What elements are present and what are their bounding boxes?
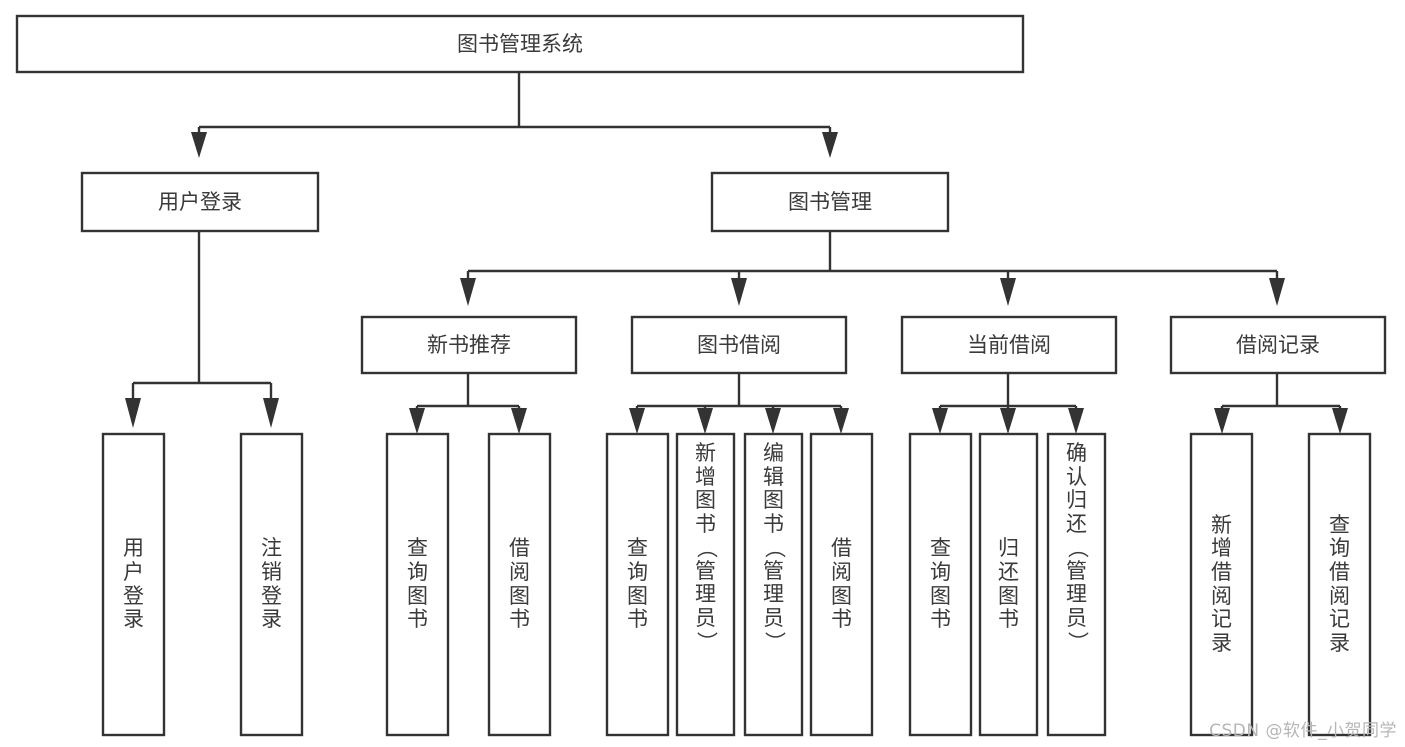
arrow-head-new-book-rec — [460, 278, 476, 306]
node-book-borrow[interactable]: 图书借阅 — [630, 315, 848, 375]
arrow-head-leaf-borrow-book-1 — [511, 408, 527, 434]
node-borrow-record[interactable]: 借阅记录 — [1169, 315, 1387, 375]
leaf-box-confirm-return[interactable] — [1046, 432, 1107, 737]
arrow-head-leaf-edit-book — [765, 408, 781, 434]
leaf-box-borrow-book-1[interactable] — [487, 432, 552, 737]
node-root[interactable]: 图书管理系统 — [15, 14, 1025, 74]
node-user-login-label: 用户登录 — [158, 190, 242, 214]
connector-group-book-manage — [460, 231, 1285, 306]
leaf-box-add-book[interactable] — [675, 432, 736, 737]
arrow-head-current-borrow — [1000, 278, 1016, 306]
arrow-head-book-borrow — [731, 278, 747, 306]
node-new-book-rec-box[interactable] — [360, 315, 578, 375]
csdn-watermark: CSDN @软件_小贺同学 — [1209, 721, 1397, 741]
node-new-book-rec-label: 新书推荐 — [427, 333, 511, 357]
node-book-manage[interactable]: 图书管理 — [710, 171, 950, 233]
node-root-label: 图书管理系统 — [457, 32, 583, 56]
node-root-box[interactable] — [15, 14, 1025, 74]
arrow-head-leaf-confirm-return — [1068, 408, 1084, 434]
arrow-head-leaf-borrow-book-2 — [833, 408, 849, 434]
leaf-box-borrow-book-2[interactable] — [809, 432, 874, 737]
connector-group-borrow-record — [1214, 373, 1348, 434]
leaf-box-edit-book[interactable] — [743, 432, 804, 737]
node-book-borrow-box[interactable] — [630, 315, 848, 375]
leaf-box-user-logout[interactable] — [239, 432, 304, 737]
arrow-head-leaf-return-book — [1000, 408, 1016, 434]
node-user-login[interactable]: 用户登录 — [80, 171, 320, 233]
leaf-box-return-book[interactable] — [978, 432, 1039, 737]
node-user-login-box[interactable] — [80, 171, 320, 233]
leaf-box-query-book-2[interactable] — [605, 432, 670, 737]
arrow-head-leaf-user-login — [125, 398, 141, 428]
connector-group-root — [191, 72, 838, 158]
leaf-box-user-login[interactable] — [101, 432, 166, 737]
node-book-borrow-label: 图书借阅 — [697, 333, 781, 357]
leaf-box-add-record[interactable] — [1189, 432, 1254, 737]
arrow-head-user-login — [191, 132, 207, 158]
node-current-borrow-box[interactable] — [900, 315, 1118, 375]
arrow-head-borrow-record — [1269, 278, 1285, 306]
arrow-head-book-manage — [822, 132, 838, 158]
node-current-borrow-label: 当前借阅 — [967, 333, 1051, 357]
arrow-head-leaf-query-record — [1332, 408, 1348, 434]
node-book-manage-box[interactable] — [710, 171, 950, 233]
node-borrow-record-box[interactable] — [1169, 315, 1387, 375]
arrow-head-leaf-query-book-3 — [932, 408, 948, 434]
arrow-head-leaf-add-book — [697, 408, 713, 434]
node-current-borrow[interactable]: 当前借阅 — [900, 315, 1118, 375]
arrow-head-leaf-query-book-1 — [409, 408, 425, 434]
connector-group-current-borrow — [932, 373, 1084, 434]
arrow-head-leaf-add-record — [1214, 408, 1230, 434]
node-book-manage-label: 图书管理 — [788, 190, 872, 214]
connector-group-book-borrow — [629, 373, 849, 434]
leaf-box-query-book-3[interactable] — [908, 432, 973, 737]
connector-group-user-login — [125, 231, 279, 428]
node-borrow-record-label: 借阅记录 — [1236, 333, 1320, 357]
leaf-box-query-record[interactable] — [1307, 432, 1372, 737]
arrow-head-leaf-user-logout — [263, 398, 279, 428]
leaf-box-query-book-1[interactable] — [385, 432, 450, 737]
node-new-book-rec[interactable]: 新书推荐 — [360, 315, 578, 375]
connector-group-new-book-rec — [409, 373, 527, 434]
arrow-head-leaf-query-book-2 — [629, 408, 645, 434]
